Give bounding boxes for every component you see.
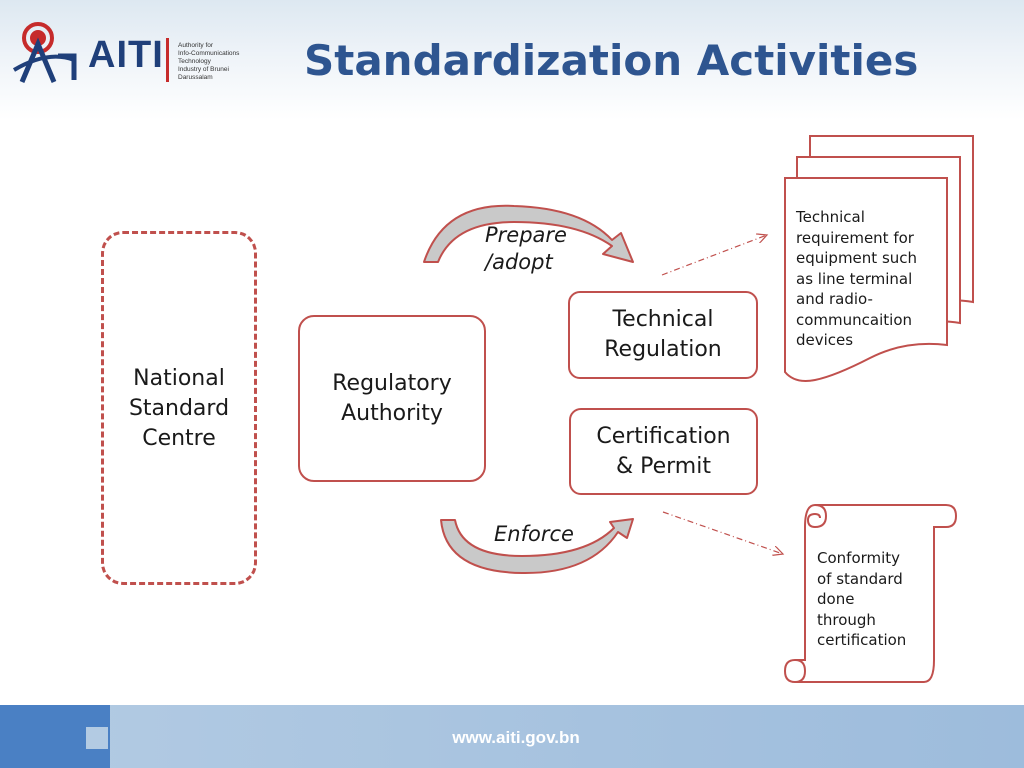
- logo-subtitle: Authority for Info-Communications Techno…: [178, 42, 240, 81]
- regulatory-authority-box: Regulatory Authority: [298, 315, 486, 482]
- slide-title: Standardization Activities: [304, 36, 919, 85]
- certification-permit-label: Certification & Permit: [596, 423, 731, 479]
- national-standard-centre-label: National Standard Centre: [128, 366, 230, 451]
- prepare-curved-arrow: [423, 204, 634, 263]
- certification-permit-box: Certification & Permit: [569, 408, 758, 495]
- conformity-pointer-arrow: [662, 511, 783, 554]
- enforce-label: Enforce: [494, 522, 574, 546]
- scroll-icon: [783, 504, 958, 683]
- footer-band: [0, 705, 1024, 768]
- aiti-logo: AITI Authority for Info-Communications T…: [8, 20, 258, 90]
- enforce-curved-arrow: [440, 518, 634, 575]
- footer-website-link[interactable]: www.aiti.gov.bn: [452, 728, 580, 747]
- technical-regulation-box: Technical Regulation: [568, 291, 758, 379]
- requirement-pointer-arrow: [661, 235, 767, 276]
- logo-divider: [166, 38, 169, 82]
- header-band: [0, 0, 1024, 120]
- conformity-note: Conformity of standard done through cert…: [817, 549, 907, 649]
- logo-wordmark: AITI: [88, 34, 164, 76]
- regulatory-authority-label: Regulatory Authority: [332, 370, 452, 426]
- prepare-adopt-label: Prepare /adopt: [485, 223, 567, 274]
- technical-regulation-label: Technical Regulation: [604, 307, 722, 362]
- national-standard-centre-box: National Standard Centre: [101, 231, 257, 585]
- footer-accent-square: [86, 727, 108, 749]
- technical-requirement-note: Technical requirement for equipment such…: [796, 208, 918, 349]
- document-stack-icon: [784, 135, 974, 382]
- antenna-logo-icon: [12, 22, 77, 83]
